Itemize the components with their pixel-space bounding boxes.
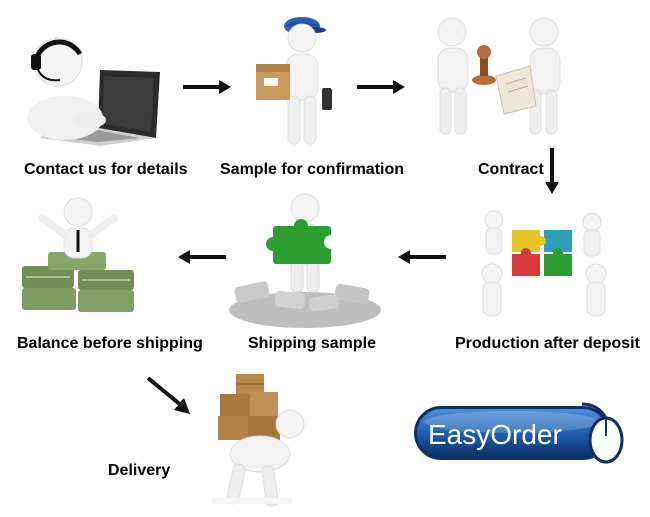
production-illustration — [478, 200, 610, 330]
arrow-left-icon — [398, 250, 446, 264]
step-label-contact: Contact us for details — [24, 161, 188, 178]
mouse-icon — [581, 402, 624, 464]
delivery-illustration — [190, 368, 318, 510]
arrow-right-icon — [357, 80, 405, 94]
sample-illustration — [250, 8, 350, 150]
step-label-production: Production after deposit — [455, 335, 640, 352]
logo-text-easy: Easy — [428, 419, 490, 450]
step-label-delivery: Delivery — [108, 462, 171, 479]
arrow-down-icon — [545, 148, 559, 194]
step-label-sample: Sample for confirmation — [220, 161, 405, 178]
shipping-sample-illustration — [225, 192, 385, 332]
contract-illustration — [420, 14, 580, 140]
balance-illustration — [18, 196, 138, 326]
contact-illustration — [20, 10, 170, 150]
logo-text-order: Order — [490, 419, 562, 450]
easyorder-logo: EasyOrder — [412, 400, 632, 468]
step-label-balance: Balance before shipping — [17, 335, 203, 352]
step-label-shipping-sample: Shipping sample — [248, 335, 377, 352]
step-label-contract: Contract — [478, 161, 544, 178]
arrow-left-icon — [178, 250, 226, 264]
arrow-diagonal-icon — [146, 376, 194, 416]
arrow-right-icon — [183, 80, 231, 94]
svg-text:EasyOrder: EasyOrder — [428, 419, 562, 450]
